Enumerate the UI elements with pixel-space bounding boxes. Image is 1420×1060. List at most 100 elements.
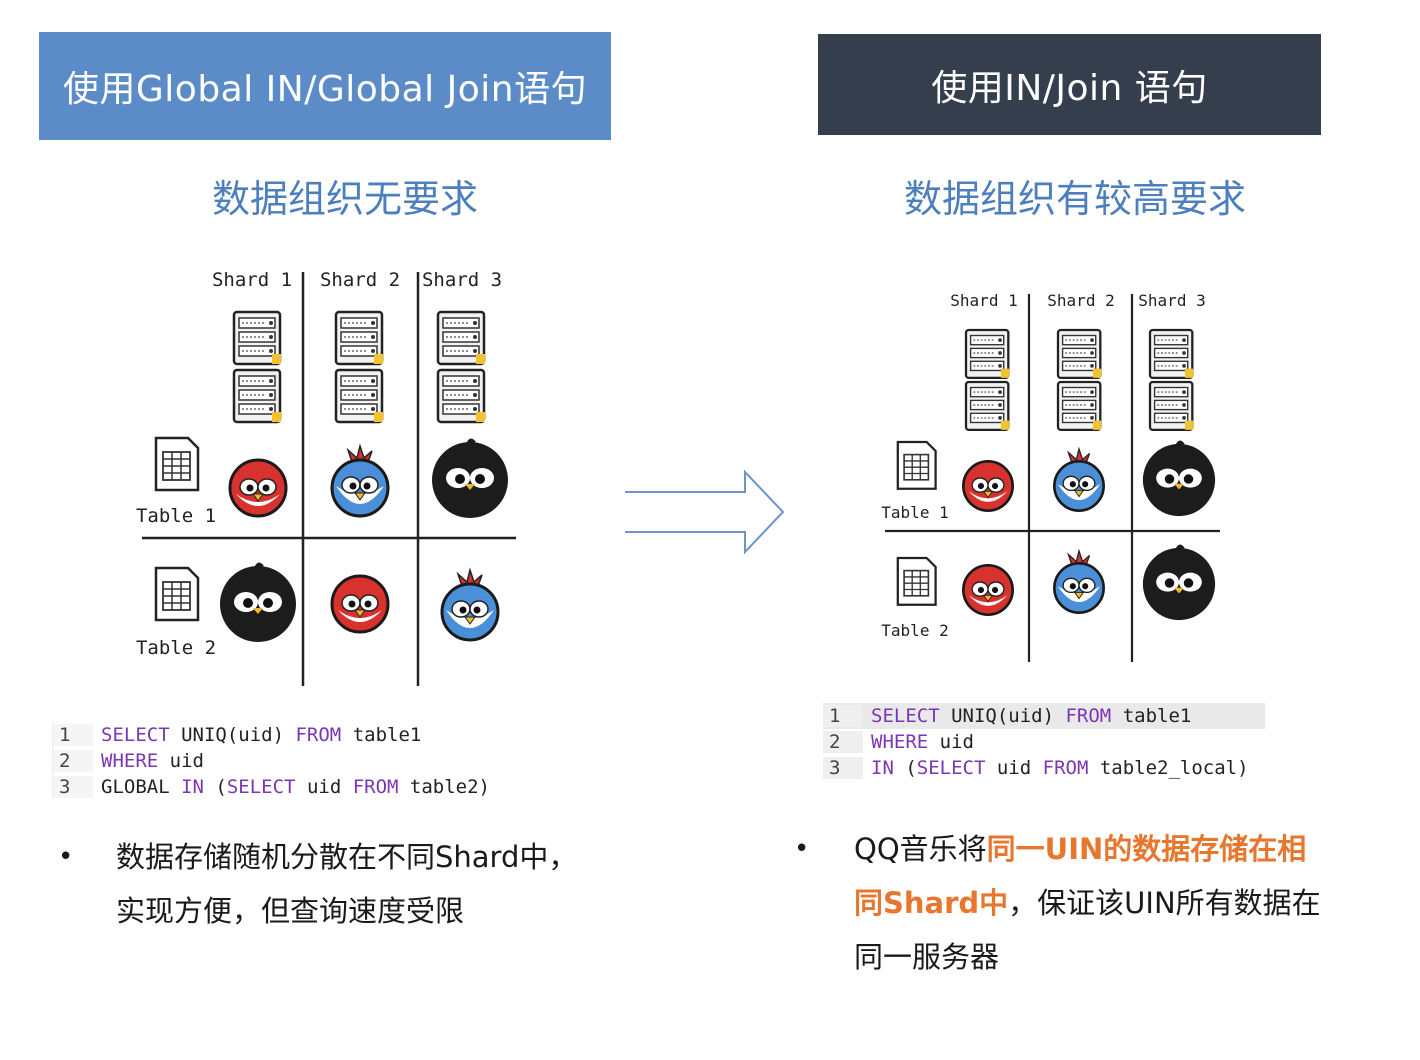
server-rack-icon <box>1148 328 1195 379</box>
right-table-1-label: Table 1 <box>881 503 948 522</box>
code-line-number: 3 <box>823 757 863 779</box>
table-document-icon <box>154 566 200 622</box>
right-shard-diagram: Shard 1 Shard 2 Shard 3 Table 1 Table 2 <box>881 291 1220 662</box>
server-rack-icon <box>1056 380 1103 431</box>
table-document-icon <box>896 440 937 490</box>
blue-bird-icon <box>1053 549 1105 614</box>
sql-token: table1 <box>341 724 422 746</box>
code-line-number: 1 <box>53 724 93 746</box>
right-header: 使用IN/Join 语句 <box>818 34 1321 135</box>
left-shard-diagram: Shard 1 Shard 2 Shard 3 Table 1 Table 2 <box>136 269 516 686</box>
left-shard-1-label: Shard 1 <box>212 269 292 291</box>
right-bullet-highlight-2: 同Shard中 <box>854 886 1009 920</box>
right-subtitle: 数据组织有较高要求 <box>903 177 1246 221</box>
left-shard-3-label: Shard 3 <box>422 269 502 291</box>
right-header-label: 使用IN/Join 语句 <box>931 67 1208 109</box>
sql-token: uid <box>158 750 204 772</box>
sql-keyword: IN <box>871 757 894 779</box>
black-bird-icon <box>220 562 296 642</box>
red-bird-icon <box>330 574 390 634</box>
code-line-number: 3 <box>53 776 93 798</box>
right-table-2-label: Table 2 <box>881 621 948 640</box>
sql-token: ( <box>203 776 227 798</box>
bullet-dot-icon: • <box>58 842 74 872</box>
right-bullet-highlight-1: 同一UIN的数据存储在相 <box>986 832 1307 866</box>
left-header: 使用Global IN/Global Join语句 <box>39 32 611 140</box>
server-rack-icon <box>1148 380 1195 431</box>
code-line-text: SELECT UNIQ(uid) FROM table1 <box>863 705 1191 727</box>
blue-bird-icon <box>1053 447 1105 512</box>
black-bird-icon <box>1142 440 1216 517</box>
server-rack-icon <box>436 368 487 424</box>
server-rack-icon <box>232 310 283 366</box>
code-line-number: 1 <box>823 705 863 727</box>
sql-keyword: IN <box>181 776 204 798</box>
code-line-number: 2 <box>53 750 93 772</box>
sql-token: table2) <box>398 776 490 798</box>
sql-token: uid <box>928 731 974 753</box>
sql-token: ( <box>893 757 917 779</box>
sql-token: GLOBAL <box>101 776 182 798</box>
left-bullet-line-1: 数据存储随机分散在不同Shard中， <box>116 840 578 874</box>
sql-keyword: SELECT <box>916 757 986 779</box>
sql-keyword: SELECT <box>101 724 170 746</box>
blue-bird-icon <box>330 444 390 518</box>
left-table-2-label: Table 2 <box>136 637 216 659</box>
server-rack-icon <box>1056 328 1103 379</box>
red-bird-icon <box>228 458 288 518</box>
server-rack-icon <box>964 380 1011 431</box>
server-rack-icon <box>436 310 487 366</box>
red-bird-icon <box>962 564 1014 616</box>
sql-keyword: SELECT <box>226 776 296 798</box>
black-bird-icon <box>432 438 508 518</box>
left-table-1-label: Table 1 <box>136 505 216 527</box>
sql-keyword: FROM <box>352 776 399 798</box>
code-line-text: SELECT UNIQ(uid) FROM table1 <box>93 724 421 746</box>
bullet-dot-icon: • <box>794 834 810 864</box>
code-line-text: IN (SELECT uid FROM table2_local) <box>863 757 1249 779</box>
sql-token: uid <box>295 776 353 798</box>
right-shard-1-label: Shard 1 <box>950 291 1017 310</box>
sql-token: UNIQ(uid) <box>169 724 296 746</box>
sql-token: table2_local) <box>1088 757 1249 779</box>
code-line-text: WHERE uid <box>863 731 974 753</box>
table-document-icon <box>154 436 200 492</box>
code-line-text: GLOBAL IN (SELECT uid FROM table2) <box>93 776 490 798</box>
sql-keyword: WHERE <box>101 750 159 772</box>
right-bullet: • QQ音乐将同一UIN的数据存储在相 同Shard中，保证该UIN所有数据在 … <box>794 822 1354 984</box>
sql-keyword: FROM <box>1042 757 1089 779</box>
code-line-text: WHERE uid <box>93 750 204 772</box>
server-rack-icon <box>334 310 385 366</box>
left-bullet: • 数据存储随机分散在不同Shard中， 实现方便，但查询速度受限 <box>58 830 618 938</box>
server-rack-icon <box>232 368 283 424</box>
blue-bird-icon <box>440 568 500 642</box>
right-bullet-line-3: 同一服务器 <box>854 940 1000 974</box>
left-subtitle: 数据组织无要求 <box>211 177 478 221</box>
black-bird-icon <box>1142 544 1216 621</box>
red-bird-icon <box>962 460 1014 512</box>
right-shard-3-label: Shard 3 <box>1138 291 1205 310</box>
sql-keyword: FROM <box>295 724 342 746</box>
sql-keyword: WHERE <box>871 731 929 753</box>
sql-token: table1 <box>1111 705 1192 727</box>
sql-token: UNIQ(uid) <box>939 705 1066 727</box>
sql-keyword: SELECT <box>871 705 940 727</box>
left-header-label: 使用Global IN/Global Join语句 <box>62 69 588 110</box>
left-shard-2-label: Shard 2 <box>320 269 400 291</box>
sql-keyword: FROM <box>1065 705 1112 727</box>
table-document-icon <box>896 556 937 606</box>
left-bullet-line-2: 实现方便，但查询速度受限 <box>116 894 465 928</box>
right-arrow-icon <box>625 469 785 555</box>
server-rack-icon <box>334 368 385 424</box>
right-bullet-rest: ，保证该UIN所有数据在 <box>1008 886 1321 920</box>
server-rack-icon <box>964 328 1011 379</box>
